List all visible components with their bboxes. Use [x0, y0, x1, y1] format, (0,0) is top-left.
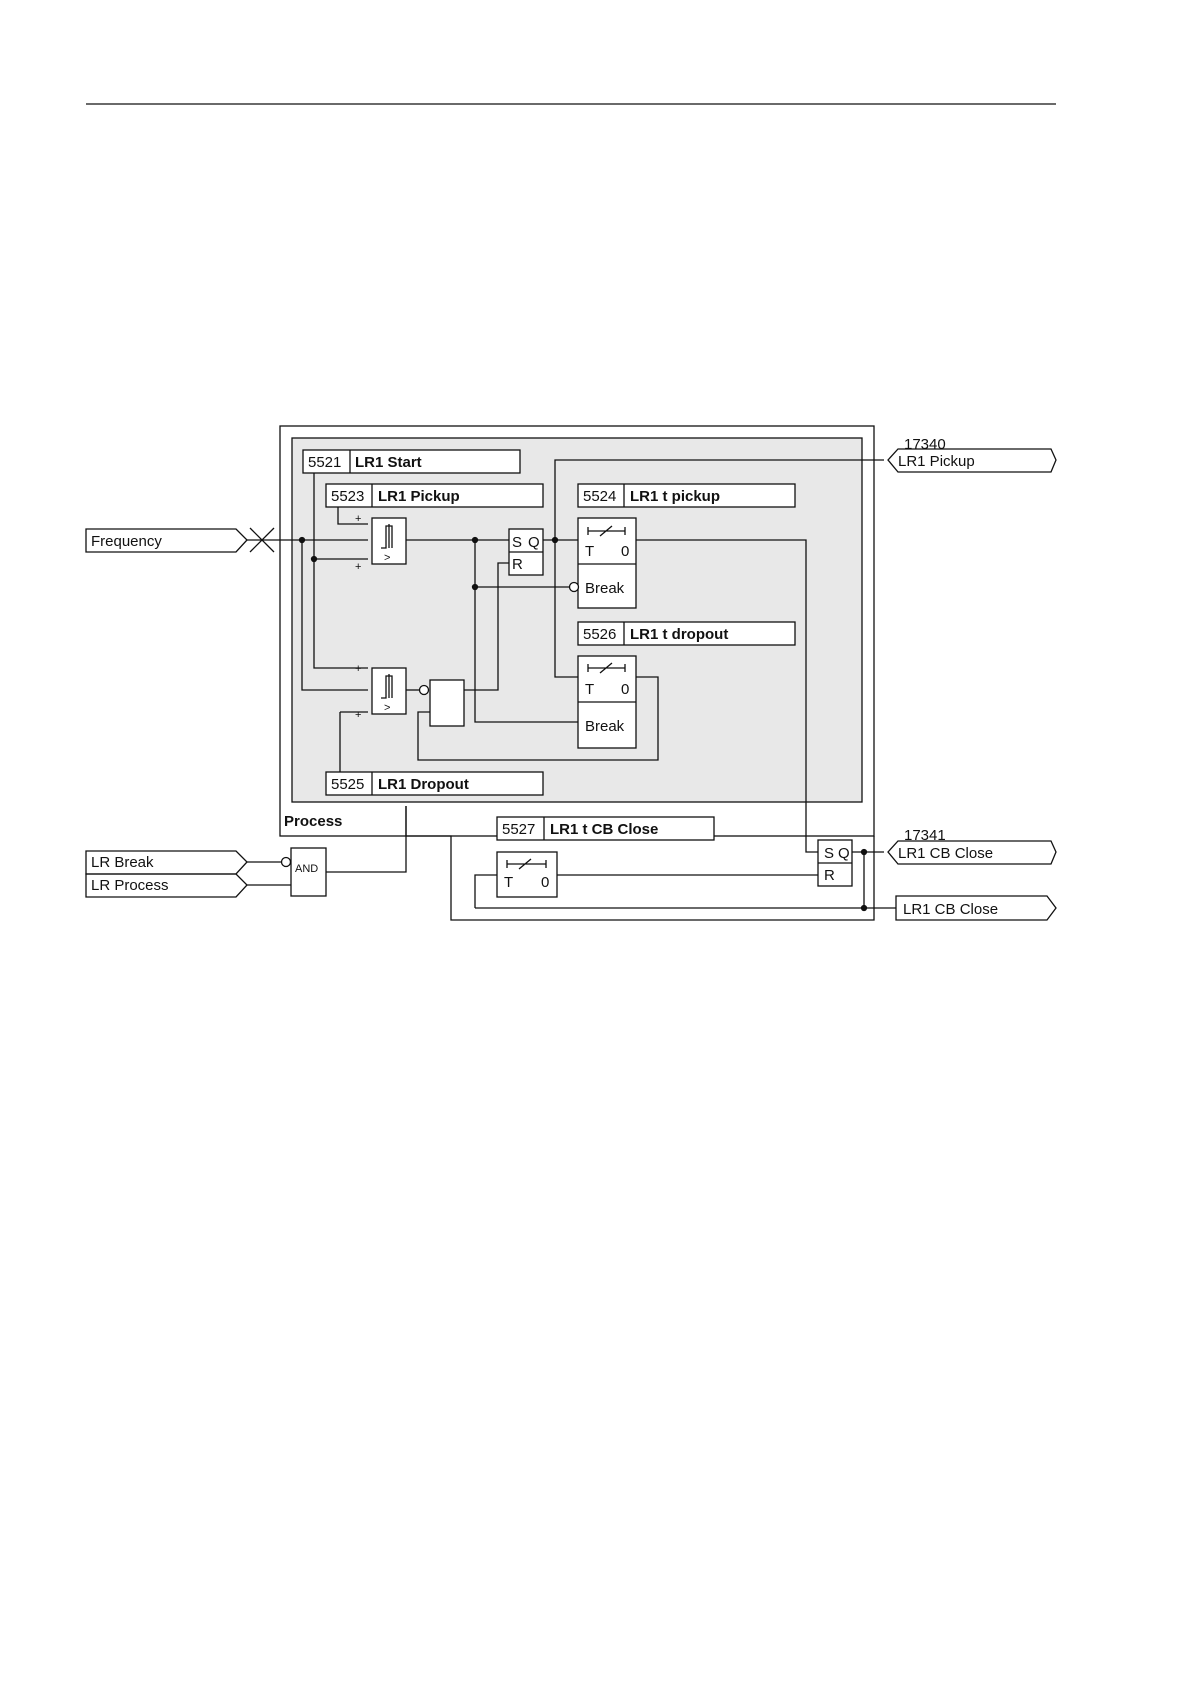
param-t-dropout-code: 5526: [583, 626, 616, 643]
ff1-r: R: [512, 556, 523, 573]
ff1-s: S: [512, 534, 522, 551]
dropout-logic-block: [430, 680, 464, 726]
break-negation-circle: [570, 583, 579, 592]
param-pickup-code: 5523: [331, 488, 364, 505]
and-gate-label: AND: [295, 863, 318, 875]
param-t-cb-close-name: LR1 t CB Close: [550, 821, 658, 838]
and-negation-circle: [282, 858, 291, 867]
param-t-pickup-name: LR1 t pickup: [630, 488, 720, 505]
ff2-r: R: [824, 867, 835, 884]
plus-sign: +: [355, 561, 361, 573]
ff2-q: Q: [838, 845, 850, 862]
timer1-zero: 0: [621, 543, 629, 560]
cb-close-command-label: LR1 CB Close: [903, 901, 998, 918]
ff1-q: Q: [528, 534, 540, 551]
process-label: Process: [284, 813, 342, 830]
pickup-output-label: LR1 Pickup: [898, 453, 975, 470]
comparator-gt: >: [384, 552, 390, 564]
timer2-zero: 0: [621, 681, 629, 698]
cb-close-output-label: LR1 CB Close: [898, 845, 993, 862]
param-start-name: LR1 Start: [355, 454, 422, 471]
param-dropout-code: 5525: [331, 776, 364, 793]
comparator-gt: >: [384, 702, 390, 714]
param-dropout-name: LR1 Dropout: [378, 776, 469, 793]
timer1-break: Break: [585, 580, 625, 597]
param-t-cb-close-code: 5527: [502, 821, 535, 838]
ff2-s: S: [824, 845, 834, 862]
param-t-pickup-code: 5524: [583, 488, 616, 505]
plus-sign: +: [355, 709, 361, 721]
timer2-break: Break: [585, 718, 625, 735]
plus-sign: +: [355, 513, 361, 525]
param-start-code: 5521: [308, 454, 341, 471]
plus-sign: +: [355, 663, 361, 675]
param-pickup-name: LR1 Pickup: [378, 488, 460, 505]
pickup-output-number: 17340: [904, 436, 946, 453]
lr-break-input-label: LR Break: [91, 854, 154, 871]
timer2-t: T: [585, 681, 594, 698]
lr-process-input-label: LR Process: [91, 877, 169, 894]
timer3-zero: 0: [541, 874, 549, 891]
dropout-negation-circle: [420, 686, 429, 695]
param-t-dropout-name: LR1 t dropout: [630, 626, 728, 643]
frequency-input-label: Frequency: [91, 533, 162, 550]
timer1-t: T: [585, 543, 594, 560]
timer3-t: T: [504, 874, 513, 891]
